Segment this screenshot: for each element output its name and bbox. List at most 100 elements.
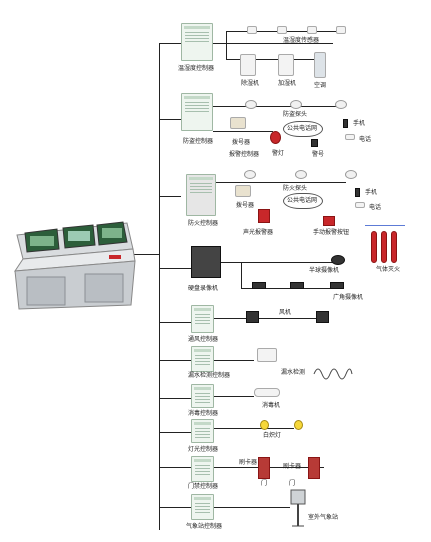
fan-icon-1 (246, 311, 259, 323)
branch-2 (159, 119, 181, 120)
coil-icon (313, 368, 353, 380)
fire-probe-label: 防火探头 (283, 185, 308, 192)
fire-probe-1 (244, 170, 256, 179)
humidity-sensor-3 (307, 26, 317, 34)
leak-controller-box (191, 346, 214, 372)
gas-cylinder-3 (391, 231, 397, 263)
leak-sensor-coil (312, 364, 354, 384)
telephone-1-icon (345, 134, 355, 140)
light-controller-box (191, 419, 214, 443)
wide-camera-1 (252, 282, 266, 289)
dehumidifier-icon (240, 54, 256, 76)
burglar-probe-3 (335, 100, 347, 109)
console-icon (14, 221, 136, 310)
dvr-label: 硬盘录像机 (188, 285, 219, 292)
hemisphere-camera-icon (331, 255, 345, 265)
alarm-light-label: 警灯 (272, 150, 285, 157)
fire-controller-label: 防火控制器 (188, 220, 219, 227)
leak-bus (214, 360, 254, 361)
branch-5 (159, 322, 191, 323)
manual-alarm-button-icon (323, 216, 335, 226)
air-conditioner-icon (314, 52, 326, 78)
dialer-1-icon (230, 117, 246, 129)
branch-10 (159, 507, 191, 508)
disinfector-icon (254, 388, 280, 397)
ventilation-controller-box (191, 305, 214, 333)
humidity-controller-label: 温湿度控制器 (178, 65, 215, 72)
phone-1-label: 手机 (353, 120, 366, 127)
fan-icon-2 (316, 311, 329, 323)
v-bus (221, 262, 241, 263)
phone-1-icon (343, 119, 348, 128)
branch-7 (159, 398, 191, 399)
telephone-1-label: 电话 (359, 136, 372, 143)
dehumidifier-label: 除湿机 (241, 80, 260, 87)
phone-2-label: 手机 (365, 189, 378, 196)
telephone-2-label: 电话 (369, 204, 382, 211)
humidity-sensor-4 (336, 26, 346, 34)
door-2-icon (308, 457, 320, 479)
disinfect-bus (214, 396, 254, 397)
alarm-light-icon (270, 131, 281, 144)
weather-tower-icon (290, 489, 306, 527)
monitoring-console (9, 219, 137, 311)
fire-controller-box (186, 174, 216, 216)
alarm-controller-label: 报警控制器 (229, 151, 260, 158)
humidity-sensor-2 (277, 26, 287, 34)
dialer-2-label: 拨号器 (236, 202, 255, 209)
weather-controller-box (191, 494, 214, 520)
branch-3 (159, 196, 181, 197)
door-1-label: 门 (261, 480, 268, 487)
wide-camera-3 (330, 282, 344, 289)
fan-bus (214, 318, 324, 319)
branch-4 (159, 268, 191, 269)
dialer-1-label: 拨号器 (232, 139, 251, 146)
card-reader-2-label: 刷卡器 (283, 463, 302, 470)
fan-label: 风机 (279, 309, 292, 316)
gas-extinguish-label: 气体灭火 (376, 266, 401, 273)
fire-probe-3 (345, 170, 357, 179)
humidifier-label: 加湿机 (278, 80, 297, 87)
manual-alarm-button-label: 手动报警按钮 (313, 229, 350, 236)
sound-light-alarm-label: 声光报警器 (243, 229, 274, 236)
outdoor-weather-label: 室外气象站 (308, 514, 339, 521)
burglar-probe-2 (290, 100, 302, 109)
ventilation-controller-label: 通风控制器 (188, 336, 219, 343)
gas-extinguish-system (363, 223, 409, 267)
weather-station-icon (288, 488, 308, 528)
b-bus (213, 106, 343, 107)
v-top (241, 262, 341, 263)
light-bus (214, 428, 294, 429)
fire-probe-2 (295, 170, 307, 179)
siren-label: 警号 (312, 151, 325, 158)
burglar-probe-label: 防盗探头 (283, 111, 308, 118)
dialer-2-icon (235, 185, 251, 197)
h-bus-1b (226, 31, 227, 59)
disinfect-controller-box (191, 384, 214, 408)
light-controller-label: 灯光控制器 (188, 446, 219, 453)
dvr-icon (191, 246, 221, 278)
sound-light-alarm-icon (258, 209, 270, 223)
leak-panel-icon (257, 348, 277, 362)
disinfect-controller-label: 消毒控制器 (188, 410, 219, 417)
wide-angle-camera-label: 广角摄像机 (333, 294, 364, 301)
humidity-controller-box (181, 23, 213, 61)
burglar-controller-box (181, 93, 213, 131)
telephone-2-icon (355, 202, 365, 208)
card-reader-1-label: 刷卡器 (239, 459, 258, 466)
humidity-sensor-1 (247, 26, 257, 34)
air-conditioner-label: 空调 (314, 82, 327, 89)
h-down (226, 59, 326, 60)
disinfector-label: 消毒机 (262, 402, 281, 409)
access-controller-label: 门禁控制器 (188, 483, 219, 490)
siren-icon (311, 139, 318, 147)
weather-bus (214, 507, 290, 508)
b-sub (213, 131, 273, 132)
branch-6 (159, 360, 191, 361)
branch-1 (159, 43, 181, 44)
gas-cylinder-1 (371, 231, 377, 263)
public-phone-net-1 (283, 121, 323, 137)
gas-pipe (365, 225, 405, 226)
weather-controller-label: 气象站控制器 (186, 523, 223, 530)
